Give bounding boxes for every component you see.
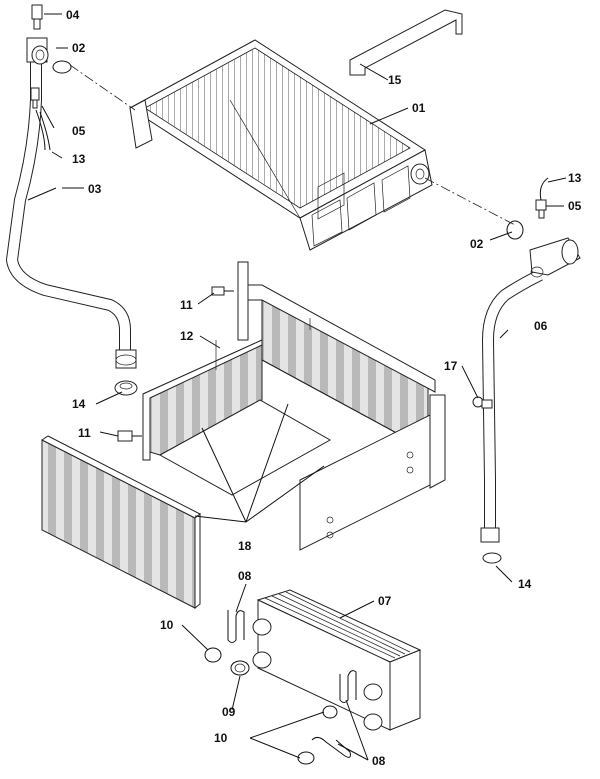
- label-17: 17: [444, 359, 458, 373]
- clip-08-bottom: [311, 736, 351, 758]
- heat-exchanger: [129, 39, 433, 251]
- label-12: 12: [180, 329, 194, 343]
- o-ring-10-c: [297, 751, 315, 765]
- o-ring-09: [230, 660, 250, 676]
- label-13-right: 13: [568, 171, 582, 185]
- label-06: 06: [534, 319, 548, 333]
- label-08-top: 08: [238, 569, 252, 583]
- clip-17: [472, 396, 493, 409]
- o-ring-10-a: [204, 647, 222, 663]
- label-09: 09: [222, 705, 236, 719]
- label-02-right: 02: [470, 237, 484, 251]
- label-08-bottom: 08: [372, 754, 386, 768]
- label-13-left: 13: [72, 152, 86, 166]
- label-01: 01: [412, 101, 426, 115]
- clip-08-mid: [339, 670, 357, 703]
- label-18: 18: [238, 539, 252, 553]
- label-11-lower: 11: [78, 426, 91, 440]
- label-14-left: 14: [72, 397, 86, 411]
- label-05-left: 05: [72, 124, 86, 138]
- pipe-03: [5, 4, 137, 369]
- label-15: 15: [388, 73, 402, 87]
- sensor-05-right: [535, 177, 549, 219]
- front-insulation-panel: [41, 435, 201, 610]
- label-05-right: 05: [568, 199, 582, 213]
- insulation-frame: [142, 261, 446, 551]
- sensor-05-left: [30, 87, 51, 151]
- axis-line-left: [69, 64, 136, 111]
- clip-08-top: [227, 610, 245, 643]
- screw-11-top: [211, 286, 234, 296]
- label-03: 03: [88, 182, 102, 196]
- label-07: 07: [378, 594, 392, 608]
- washer-02-left: [52, 60, 72, 74]
- label-14-right: 14: [518, 577, 532, 591]
- label-04: 04: [66, 8, 80, 22]
- washer-14-right: [482, 552, 502, 564]
- o-ring-10-b: [322, 705, 338, 719]
- axis-line-right: [424, 177, 516, 226]
- screw-11-lower: [117, 430, 142, 442]
- leader-lines: [27, 13, 567, 761]
- pipe-06: [480, 237, 581, 543]
- bracket-15: [349, 9, 463, 76]
- washer-02-right: [506, 220, 524, 240]
- label-11-top: 11: [180, 298, 193, 312]
- plate-heat-exchanger: [252, 589, 422, 731]
- label-02-left: 02: [72, 41, 86, 55]
- label-10-bottom: 10: [214, 731, 228, 745]
- label-10-top: 10: [160, 618, 174, 632]
